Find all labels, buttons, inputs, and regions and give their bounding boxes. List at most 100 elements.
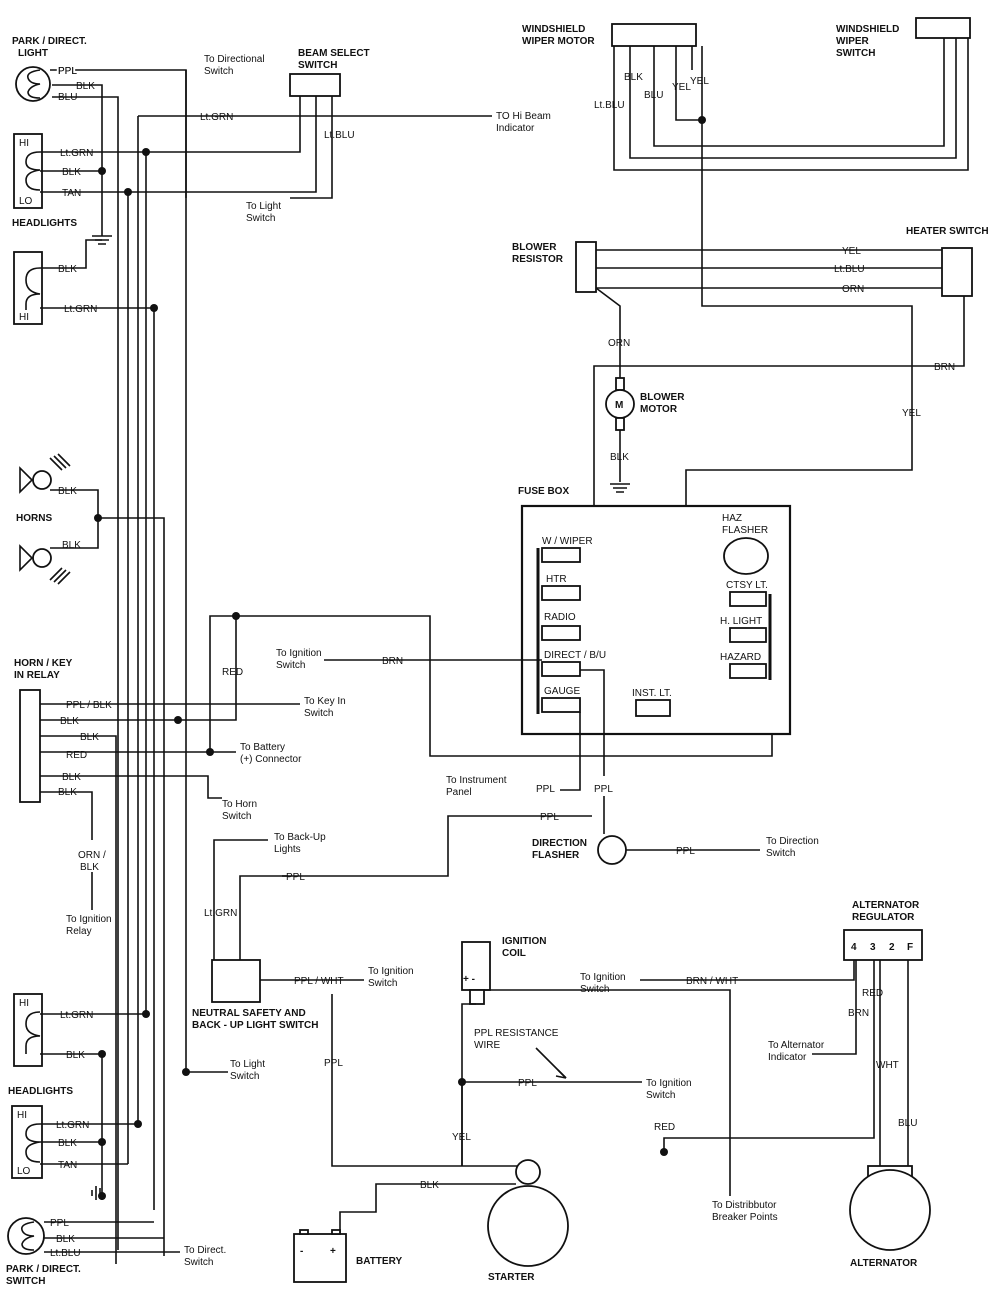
svg-text:+: + (330, 1246, 336, 1257)
svg-text:ORN: ORN (842, 284, 864, 295)
svg-text:Lt.GRN: Lt.GRN (60, 148, 93, 159)
starter (487, 1159, 569, 1267)
headlight-hi-top: HI (13, 251, 43, 325)
svg-text:YEL: YEL (842, 246, 861, 257)
svg-text:Lt.BLU: Lt.BLU (834, 264, 865, 275)
svg-text:4: 4 (851, 942, 857, 953)
horn-top (19, 453, 71, 494)
svg-text:2: 2 (889, 942, 895, 953)
svg-text:RADIO: RADIO (544, 612, 576, 623)
svg-text:BLK: BLK (610, 452, 629, 463)
svg-text:INST. LT.: INST. LT. (632, 688, 672, 699)
svg-text:RED: RED (654, 1122, 675, 1133)
direction-flasher (597, 835, 627, 865)
svg-text:BLU: BLU (898, 1118, 917, 1129)
fuses (541, 537, 769, 717)
alternator (849, 1165, 931, 1251)
left-harness (40, 69, 492, 1256)
alternator-title: ALTERNATOR (850, 1258, 918, 1269)
headlight-hi-bottom: HI (13, 993, 43, 1067)
svg-text:BLK: BLK (58, 787, 77, 798)
svg-text:HI: HI (17, 1110, 27, 1121)
wiper-motor-connector (611, 23, 697, 47)
svg-text:LO: LO (17, 1166, 31, 1177)
svg-text:3: 3 (870, 942, 876, 953)
svg-text:BLK: BLK (420, 1180, 439, 1191)
svg-text:PPL: PPL (324, 1058, 343, 1069)
svg-text:HAZARD: HAZARD (720, 652, 761, 663)
left-junctions (94, 148, 240, 1200)
beam-select-switch[interactable] (289, 73, 341, 97)
wiper-wire-labels: BLK BLU YEL YEL Lt.BLU (594, 72, 709, 111)
headlight-hi-lo-bottom: HI LO (11, 1105, 43, 1179)
svg-text:BLK: BLK (58, 264, 77, 275)
svg-text:BLK: BLK (62, 167, 81, 178)
svg-text:PPL: PPL (676, 846, 695, 857)
svg-text:F: F (907, 942, 913, 953)
svg-text:BLK: BLK (624, 72, 643, 83)
svg-text:BLK: BLK (58, 1138, 77, 1149)
svg-text:HI: HI (19, 312, 29, 323)
svg-text:PPL: PPL (540, 812, 559, 823)
svg-text:BLK: BLK (80, 732, 99, 743)
svg-text:CTSY LT.: CTSY LT. (726, 580, 768, 591)
fuse-box-title: FUSE BOX (518, 486, 569, 497)
battery-cable (339, 1183, 516, 1234)
svg-text:PPL: PPL (518, 1078, 537, 1089)
svg-text:HTR: HTR (546, 574, 567, 585)
svg-text:ORN: ORN (608, 338, 630, 349)
svg-text:PPL / WHT: PPL / WHT (294, 976, 344, 987)
svg-text:Lt.GRN: Lt.GRN (64, 304, 97, 315)
svg-text:To Direct.Switch: To Direct.Switch (184, 1245, 226, 1268)
horns-title: HORNS (16, 513, 52, 524)
park-switch-bottom (7, 1217, 45, 1255)
svg-text:YEL: YEL (452, 1132, 471, 1143)
svg-text:BLK: BLK (60, 716, 79, 727)
battery-title: BATTERY (356, 1256, 402, 1267)
svg-text:BLK: BLK (56, 1234, 75, 1245)
svg-text:TAN: TAN (62, 188, 81, 199)
svg-text:BLK: BLK (62, 772, 81, 783)
blower-resistor (575, 241, 597, 293)
svg-text:Lt.GRN: Lt.GRN (200, 112, 233, 123)
headlight-hi-lo-top: HI LO (13, 133, 43, 209)
fuse-connections (239, 659, 760, 960)
heater-switch[interactable] (941, 247, 973, 297)
svg-text:BLK: BLK (58, 486, 77, 497)
headlights-bottom-title: HEADLIGHTS (8, 1086, 73, 1097)
regulator-wires (640, 960, 909, 1166)
svg-text:W / WIPER: W / WIPER (542, 536, 593, 547)
svg-text:PPL / BLK: PPL / BLK (66, 700, 112, 711)
svg-text:-: - (300, 1246, 303, 1257)
svg-text:BLK: BLK (66, 1050, 85, 1061)
ground-icon (92, 228, 112, 245)
svg-text:RED: RED (66, 750, 87, 761)
svg-text:BRN: BRN (934, 362, 955, 373)
svg-text:BLU: BLU (644, 90, 663, 101)
svg-text:PPL: PPL (58, 66, 77, 77)
fuse-labels: W / WIPER HTR RADIO DIRECT / B/U GAUGE H… (542, 513, 768, 699)
coil-wires (458, 989, 731, 1196)
park-switch-title: PARK / DIRECT.SWITCH (6, 1264, 81, 1287)
svg-text:Lt.GRN: Lt.GRN (56, 1120, 89, 1131)
blower-motor: M (605, 377, 635, 431)
svg-text:Lt.GRN: Lt.GRN (204, 908, 237, 919)
